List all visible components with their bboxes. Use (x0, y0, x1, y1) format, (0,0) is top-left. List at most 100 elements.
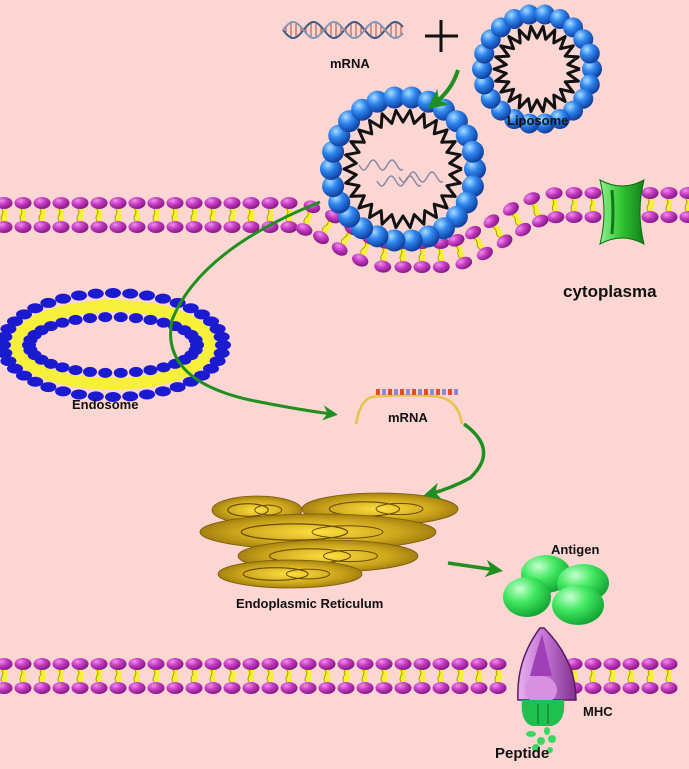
lipid-head (519, 113, 540, 134)
lipid-head (138, 389, 155, 400)
lipid-head (122, 288, 139, 299)
lipid-molecule (489, 658, 507, 694)
codon (382, 389, 386, 395)
arrow-uptake-curve (169, 200, 338, 421)
lipid-head (472, 59, 492, 79)
lipid-head (464, 158, 486, 180)
lipid-head (6, 316, 23, 327)
lipid-head (203, 316, 220, 327)
lipid-head (43, 321, 58, 332)
lipid-molecule (465, 225, 493, 261)
lipid-molecule (313, 209, 341, 245)
codon (406, 389, 410, 395)
lipid-head (154, 293, 171, 304)
lipid-head (16, 370, 33, 381)
lipid-head (55, 293, 72, 304)
lipid-molecule (204, 197, 222, 233)
lipid-molecule (109, 197, 127, 233)
lipid-head (87, 391, 104, 402)
arrow-to-complex (427, 69, 460, 109)
lipid-head (16, 309, 33, 320)
lipid-molecule (502, 202, 532, 237)
label-liposome: Liposome (507, 113, 569, 128)
lipid-head (71, 290, 88, 301)
peptide-icon (526, 727, 556, 753)
lipid-tails (342, 108, 463, 230)
er-fold (311, 525, 384, 539)
lipid-molecule (204, 658, 222, 694)
lipid-head (0, 340, 11, 350)
lipid-head (400, 229, 423, 252)
lipid-head (40, 382, 57, 393)
lipid-head (203, 363, 220, 374)
lipid-molecule (545, 187, 565, 224)
lipid-molecule (242, 658, 260, 694)
lipid-head (83, 313, 98, 324)
lipid-head (105, 392, 121, 402)
liposome-icon (472, 4, 602, 134)
label-endosome: Endosome (72, 397, 139, 412)
lipid-head (193, 309, 210, 320)
lipid-head (400, 86, 423, 109)
lipid-head (68, 365, 83, 376)
lipid-molecule (261, 658, 279, 694)
lipid-tails (492, 24, 581, 114)
lipid-molecule (0, 197, 13, 233)
codon (454, 389, 458, 395)
codon (376, 389, 380, 395)
lipid-molecule (166, 197, 184, 233)
lipid-head (504, 8, 525, 29)
lipid-head (128, 313, 143, 324)
lipid-head (534, 113, 555, 134)
lipid-molecule (128, 197, 146, 233)
lipid-molecule (14, 197, 32, 233)
plus-icon (425, 20, 458, 52)
encapsulated-mrna (376, 175, 422, 187)
lipid-head (156, 362, 171, 373)
lipid-head (0, 323, 17, 334)
lipid-head (188, 334, 203, 345)
lipid-head (169, 382, 186, 393)
codon (424, 389, 428, 395)
cell-membrane-top (0, 187, 689, 273)
lipid-molecule (523, 192, 549, 228)
lipid-head (579, 43, 600, 64)
lipid-head (87, 288, 104, 299)
lipid-head (322, 175, 345, 198)
lipid-head (519, 4, 540, 25)
lipid-molecule (109, 658, 127, 694)
lipid-molecule (280, 658, 298, 694)
lipid-head (113, 367, 128, 378)
lipid-molecule (223, 658, 241, 694)
lipid-molecule (622, 658, 640, 694)
lipid-head (383, 229, 406, 252)
lipid-molecule (90, 197, 108, 233)
lipid-head (0, 348, 13, 359)
lipid-molecule (147, 197, 165, 233)
mhc-icon (517, 627, 577, 726)
lipid-head (193, 370, 210, 381)
lipid-molecule (679, 187, 689, 223)
released-mrna-icon (354, 389, 464, 425)
lipid-molecule (166, 658, 184, 694)
lipid-molecule (483, 214, 513, 249)
lipid-molecule (603, 658, 621, 694)
lipid-head (366, 90, 389, 113)
cell-membrane-bottom (0, 658, 678, 694)
lipid-molecule (318, 658, 336, 694)
codon (430, 389, 434, 395)
membrane-channel-icon (599, 179, 645, 245)
lipid-head (55, 386, 72, 397)
codon (448, 389, 452, 395)
antigen-icon (503, 555, 609, 625)
lipid-molecule (128, 658, 146, 694)
codon (412, 389, 416, 395)
lipid-molecule (52, 197, 70, 233)
lipid-head (213, 331, 230, 342)
lipid-head (83, 366, 98, 377)
lipid-head (113, 312, 128, 323)
lipid-head (55, 317, 70, 328)
lipid-molecule (14, 658, 32, 694)
lipid-molecule (185, 658, 203, 694)
